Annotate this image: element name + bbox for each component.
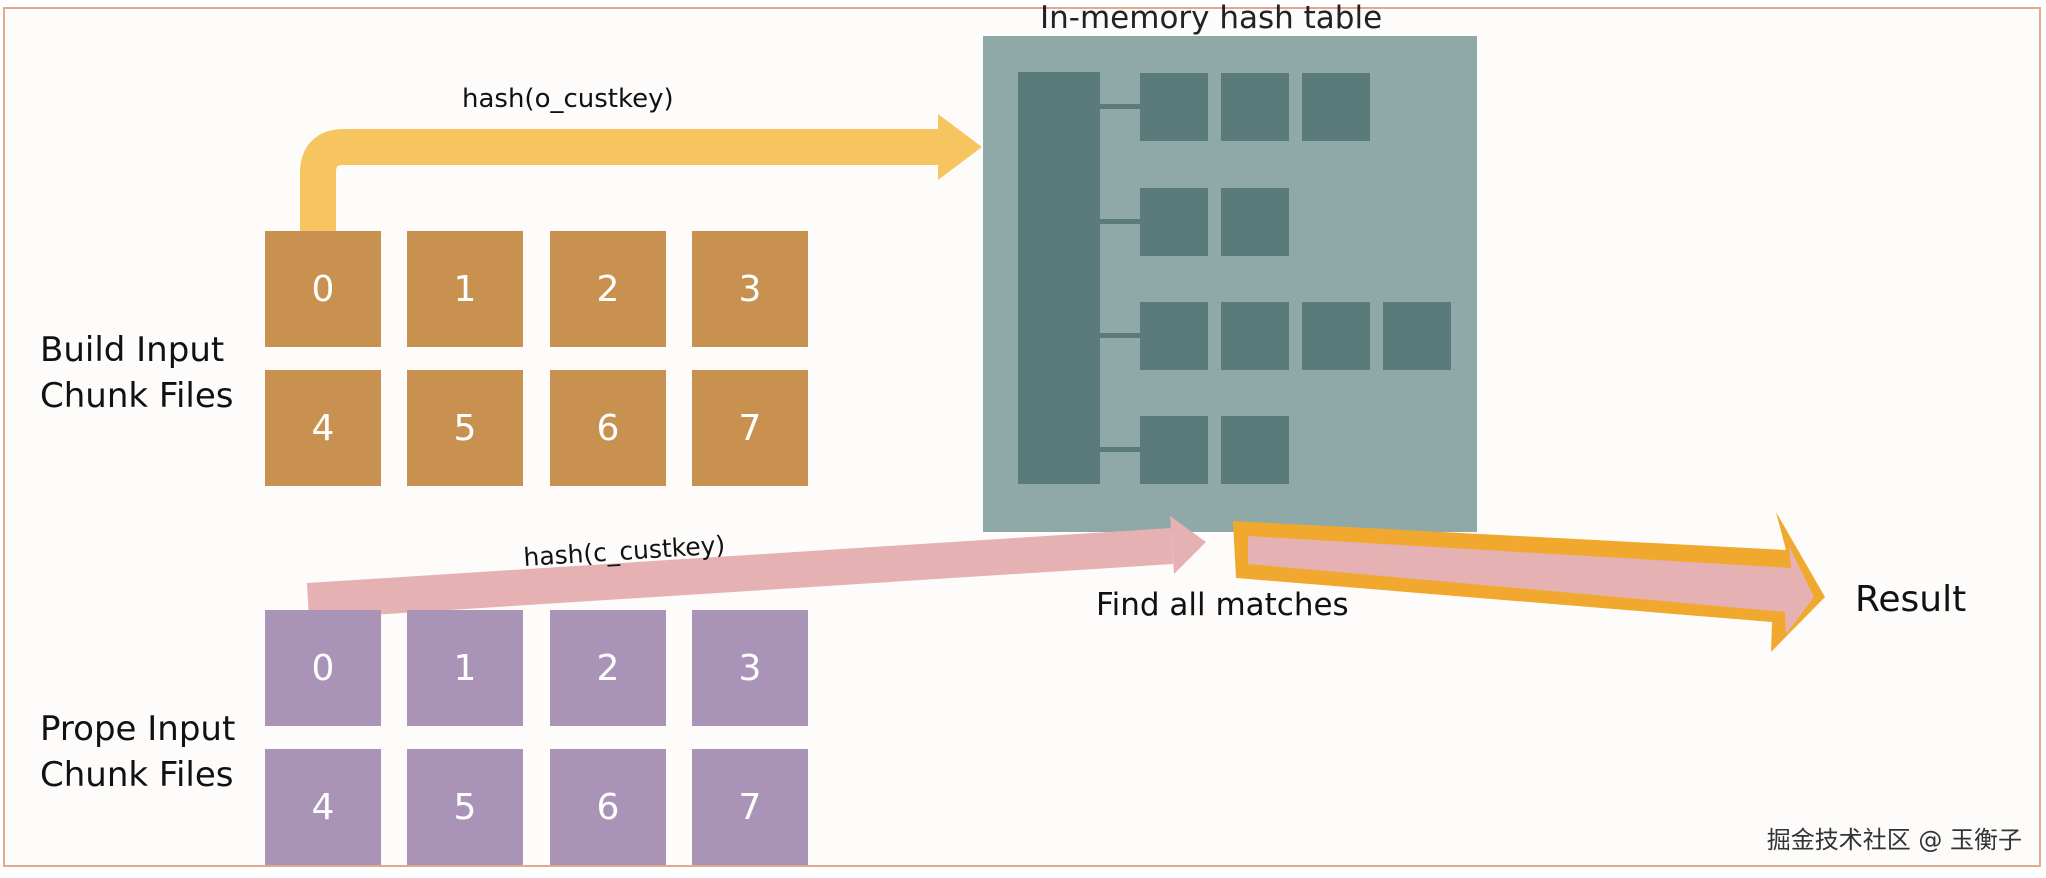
probe-chunk-label: 4 — [312, 787, 335, 828]
probe-arrow-shaft — [306, 528, 1174, 619]
hash-entry — [1140, 188, 1208, 256]
result-label: Result — [1855, 579, 1966, 620]
probe-arrow-head — [1170, 516, 1206, 574]
probe-chunk: 7 — [692, 749, 808, 865]
build-chunk-box — [407, 370, 523, 486]
probe-chunk-label: 6 — [597, 787, 620, 828]
build-chunk-label: 1 — [454, 269, 477, 310]
build-label-line1: Build Input — [40, 330, 224, 370]
probe-chunk-grid: 0 1 2 3 4 5 6 7 — [265, 610, 808, 865]
build-chunk: 5 — [407, 370, 523, 486]
build-chunk-label: 6 — [597, 408, 620, 449]
hash-entry — [1221, 302, 1289, 370]
probe-chunk: 5 — [407, 749, 523, 865]
hash-table: In-memory hash table — [983, 0, 1477, 532]
bucket-connector — [1100, 333, 1140, 338]
hash-entry — [1221, 73, 1289, 141]
hash-table-buckets — [1100, 73, 1451, 484]
hash-entry — [1221, 416, 1289, 484]
probe-chunk-label: 1 — [454, 648, 477, 689]
probe-chunk: 2 — [550, 610, 666, 726]
hash-entry — [1302, 73, 1370, 141]
hash-entry — [1302, 302, 1370, 370]
build-arrow: hash(o_custkey) — [300, 84, 982, 232]
build-chunk-box — [550, 370, 666, 486]
build-arrow-shaft — [300, 129, 940, 232]
probe-label-line2: Chunk Files — [40, 755, 234, 795]
build-chunk-box — [550, 231, 666, 347]
hash-bucket-row — [1100, 416, 1289, 484]
build-arrow-head — [938, 114, 982, 180]
bucket-connector — [1100, 104, 1140, 109]
probe-chunk: 3 — [692, 610, 808, 726]
match-arrow-fill — [1248, 536, 1814, 634]
match-arrow: Find all matches Result — [1096, 512, 1966, 652]
probe-chunk: 6 — [550, 749, 666, 865]
bucket-connector — [1100, 447, 1140, 452]
hash-table-index-column — [1018, 72, 1100, 484]
build-chunk-label: 5 — [454, 408, 477, 449]
build-chunk: 2 — [550, 231, 666, 347]
hash-table-title: In-memory hash table — [1040, 0, 1382, 36]
watermark: 掘金技术社区 @ 玉衡子 — [1767, 826, 2022, 854]
build-chunk: 6 — [550, 370, 666, 486]
build-chunk-box — [265, 370, 381, 486]
hash-bucket-row — [1100, 188, 1289, 256]
probe-chunk: 0 — [265, 610, 381, 726]
build-chunk: 3 — [692, 231, 808, 347]
build-chunk-label: 0 — [312, 269, 335, 310]
build-chunk-box — [265, 231, 381, 347]
build-chunk-label: 3 — [739, 269, 762, 310]
match-label: Find all matches — [1096, 587, 1349, 623]
probe-label-line1: Prope Input — [40, 709, 235, 749]
probe-chunk-box — [550, 610, 666, 726]
probe-chunk-box — [407, 610, 523, 726]
probe-chunk-box — [550, 749, 666, 865]
bucket-connector — [1100, 219, 1140, 224]
probe-chunk-box — [265, 749, 381, 865]
hash-entry — [1140, 302, 1208, 370]
probe-chunk-box — [407, 749, 523, 865]
build-chunk: 0 — [265, 231, 381, 347]
hash-entry — [1140, 416, 1208, 484]
probe-chunk: 4 — [265, 749, 381, 865]
probe-chunk-box — [265, 610, 381, 726]
build-chunk-box — [692, 231, 808, 347]
build-chunk: 1 — [407, 231, 523, 347]
hash-bucket-row — [1100, 302, 1451, 370]
hash-entry — [1140, 73, 1208, 141]
probe-chunk-label: 3 — [739, 648, 762, 689]
probe-chunk-label: 0 — [312, 648, 335, 689]
probe-chunk-label: 2 — [597, 648, 620, 689]
build-chunk-label: 7 — [739, 408, 762, 449]
hash-entry — [1383, 302, 1451, 370]
probe-chunk-label: 7 — [739, 787, 762, 828]
hash-bucket-row — [1100, 73, 1370, 141]
build-label-line2: Chunk Files — [40, 376, 234, 416]
build-chunk-box — [407, 231, 523, 347]
probe-chunk-box — [692, 749, 808, 865]
build-chunk-label: 2 — [597, 269, 620, 310]
probe-chunk-label: 5 — [454, 787, 477, 828]
probe-chunk-box — [692, 610, 808, 726]
build-chunk-label: 4 — [312, 408, 335, 449]
hash-entry — [1221, 188, 1289, 256]
build-arrow-label: hash(o_custkey) — [462, 84, 674, 114]
probe-chunk: 1 — [407, 610, 523, 726]
build-chunk-grid: 0 1 2 3 4 5 6 7 — [265, 231, 808, 486]
build-chunk: 7 — [692, 370, 808, 486]
build-chunk-box — [692, 370, 808, 486]
build-chunk: 4 — [265, 370, 381, 486]
